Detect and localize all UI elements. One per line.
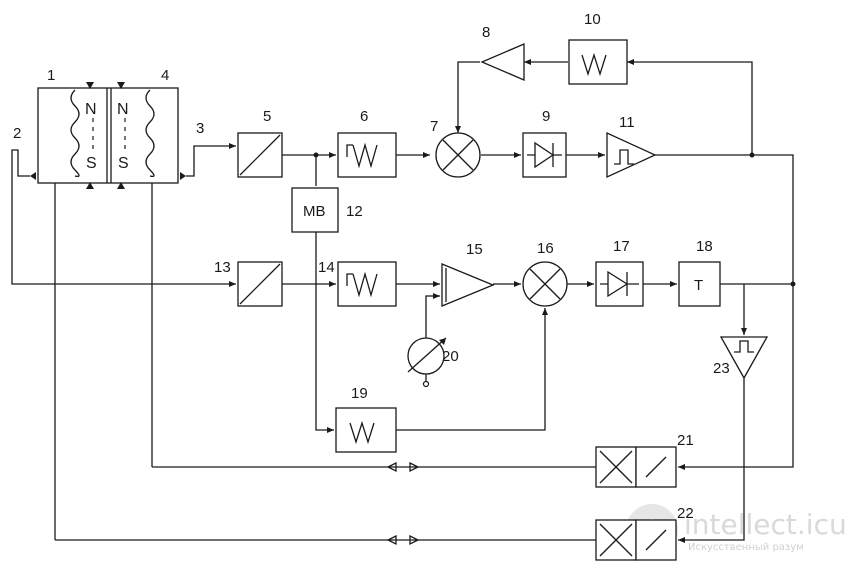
- label-1: 1: [47, 67, 55, 84]
- block-11-shaper: [606, 131, 657, 179]
- label-21: 21: [677, 432, 694, 449]
- magnet-housing: [37, 87, 179, 184]
- block-23-shaper: [719, 336, 769, 380]
- pole-right-s: S: [118, 155, 129, 172]
- block-22-actuator: [595, 519, 677, 561]
- block-t-text: T: [694, 277, 703, 294]
- label-10: 10: [584, 11, 601, 28]
- label-16: 16: [537, 240, 554, 257]
- wires: [11, 59, 796, 546]
- label-12: 12: [346, 203, 363, 220]
- block-13-converter: [237, 261, 283, 307]
- block-19-filter: [335, 407, 397, 453]
- label-9: 9: [542, 108, 550, 125]
- block-15-amplifier: [441, 263, 495, 307]
- block-7-mixer: [435, 132, 481, 178]
- watermark-brand: intellect.icu: [684, 508, 847, 541]
- label-11: 11: [619, 114, 635, 131]
- label-13: 13: [214, 259, 231, 276]
- label-3: 3: [196, 120, 204, 137]
- block-10-filter: [568, 39, 628, 85]
- block-18-timer: T: [678, 261, 721, 307]
- block-8-amplifier: [480, 43, 525, 81]
- block-20-regulator: [407, 337, 447, 388]
- label-17: 17: [613, 238, 630, 255]
- label-18: 18: [696, 238, 713, 255]
- number-labels: 1 2 3 4 5 6 7 8 9 10 11 12 13 14 15 16 1…: [13, 11, 730, 522]
- label-6: 6: [360, 108, 368, 125]
- block-mv-text: MB: [303, 203, 326, 220]
- pole-left-n: N: [85, 101, 97, 118]
- label-8: 8: [482, 24, 490, 41]
- label-22: 22: [677, 505, 694, 522]
- label-2: 2: [13, 125, 21, 142]
- label-19: 19: [351, 385, 368, 402]
- block-6-filter: [337, 132, 397, 178]
- block-14-filter: [337, 261, 397, 307]
- block-16-mixer: [522, 261, 568, 307]
- label-5: 5: [263, 108, 271, 125]
- pole-right-n: N: [117, 101, 129, 118]
- label-14: 14: [318, 259, 335, 276]
- watermark-tagline: Искусственный разум: [688, 542, 804, 553]
- magnet-assembly: N S N S: [30, 82, 186, 189]
- label-4: 4: [161, 67, 169, 84]
- label-7: 7: [430, 118, 438, 135]
- label-20: 20: [442, 348, 459, 365]
- block-12-mv: MB: [291, 187, 339, 233]
- block-9-detector: [522, 132, 567, 178]
- block-17-detector: [595, 261, 644, 307]
- label-15: 15: [466, 241, 483, 258]
- block-5-converter: [237, 132, 283, 178]
- pole-left-s: S: [86, 155, 97, 172]
- label-23: 23: [713, 360, 730, 377]
- block-21-actuator: [595, 446, 677, 488]
